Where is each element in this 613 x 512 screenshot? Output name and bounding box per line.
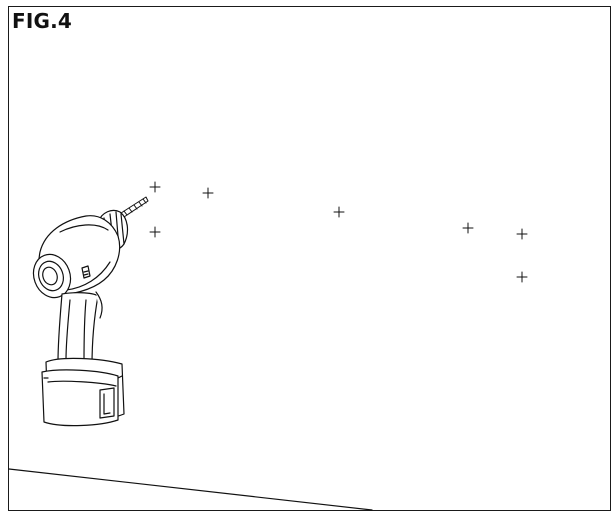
drill-handle — [57, 291, 103, 367]
figure-label: FIG.4 — [12, 9, 73, 33]
cross-marks — [149, 181, 528, 283]
cross-mark-icon — [149, 181, 161, 193]
drill-battery — [41, 357, 125, 427]
floor-edge-line — [8, 468, 373, 511]
cross-mark-icon — [333, 206, 345, 218]
cordless-drill-icon — [32, 196, 149, 427]
cross-mark-icon — [149, 226, 161, 238]
cross-mark-icon — [462, 222, 474, 234]
drill-rear-cap — [32, 253, 72, 299]
cross-mark-icon — [516, 271, 528, 283]
cross-mark-icon — [202, 187, 214, 199]
cross-mark-icon — [516, 228, 528, 240]
